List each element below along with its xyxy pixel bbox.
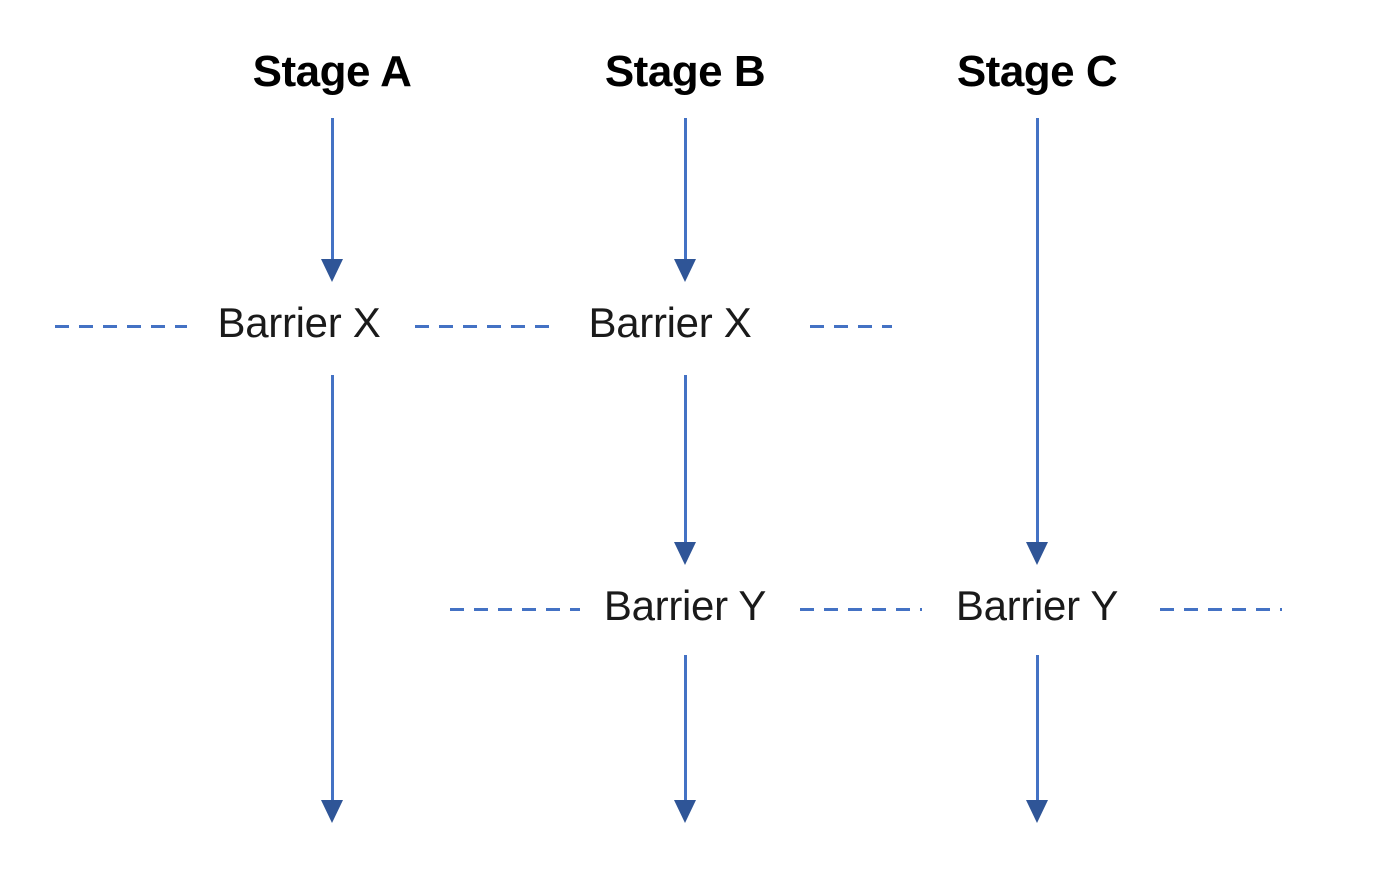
dashed-connector-left-of-barrier-x <box>55 325 187 328</box>
arrow-head-icon <box>321 259 343 282</box>
dashed-connector-between-barrier-y <box>800 608 922 611</box>
arrow-head-icon <box>674 800 696 823</box>
arrow-barrier-x-to-barrier-y-stage-b <box>674 375 696 565</box>
arrow-stage-a-to-barrier-x <box>321 118 343 282</box>
arrow-barrier-x-to-end-stage-a <box>321 375 343 823</box>
arrow-barrier-y-to-end-stage-b <box>674 655 696 823</box>
arrow-head-icon <box>674 259 696 282</box>
barrier-label-y-stage-c: Barrier Y <box>955 582 1119 629</box>
dashed-connector-right-of-barrier-x <box>810 325 892 328</box>
arrow-head-icon <box>674 542 696 565</box>
stage-header-a: Stage A <box>252 47 412 96</box>
barrier-label-x-stage-a: Barrier X <box>217 299 381 346</box>
arrow-stage-b-to-barrier-x <box>674 118 696 282</box>
arrow-shaft <box>1035 118 1039 542</box>
arrow-shaft <box>1035 655 1039 800</box>
arrow-shaft <box>330 118 334 259</box>
arrow-head-icon <box>1026 800 1048 823</box>
arrow-head-icon <box>321 800 343 823</box>
arrow-shaft <box>330 375 334 800</box>
arrow-head-icon <box>1026 542 1048 565</box>
arrow-shaft <box>683 375 687 542</box>
arrow-stage-c-to-barrier-y <box>1026 118 1048 565</box>
barrier-label-x-stage-b: Barrier X <box>588 299 752 346</box>
barrier-label-y-stage-b: Barrier Y <box>603 582 767 629</box>
dashed-connector-between-barrier-x <box>415 325 551 328</box>
arrow-barrier-y-to-end-stage-c <box>1026 655 1048 823</box>
arrow-shaft <box>683 118 687 259</box>
dashed-connector-left-of-barrier-y <box>450 608 580 611</box>
dashed-connector-right-of-barrier-y <box>1160 608 1282 611</box>
stage-header-c: Stage C <box>956 47 1118 96</box>
arrow-shaft <box>683 655 687 800</box>
stage-header-b: Stage B <box>604 47 766 96</box>
